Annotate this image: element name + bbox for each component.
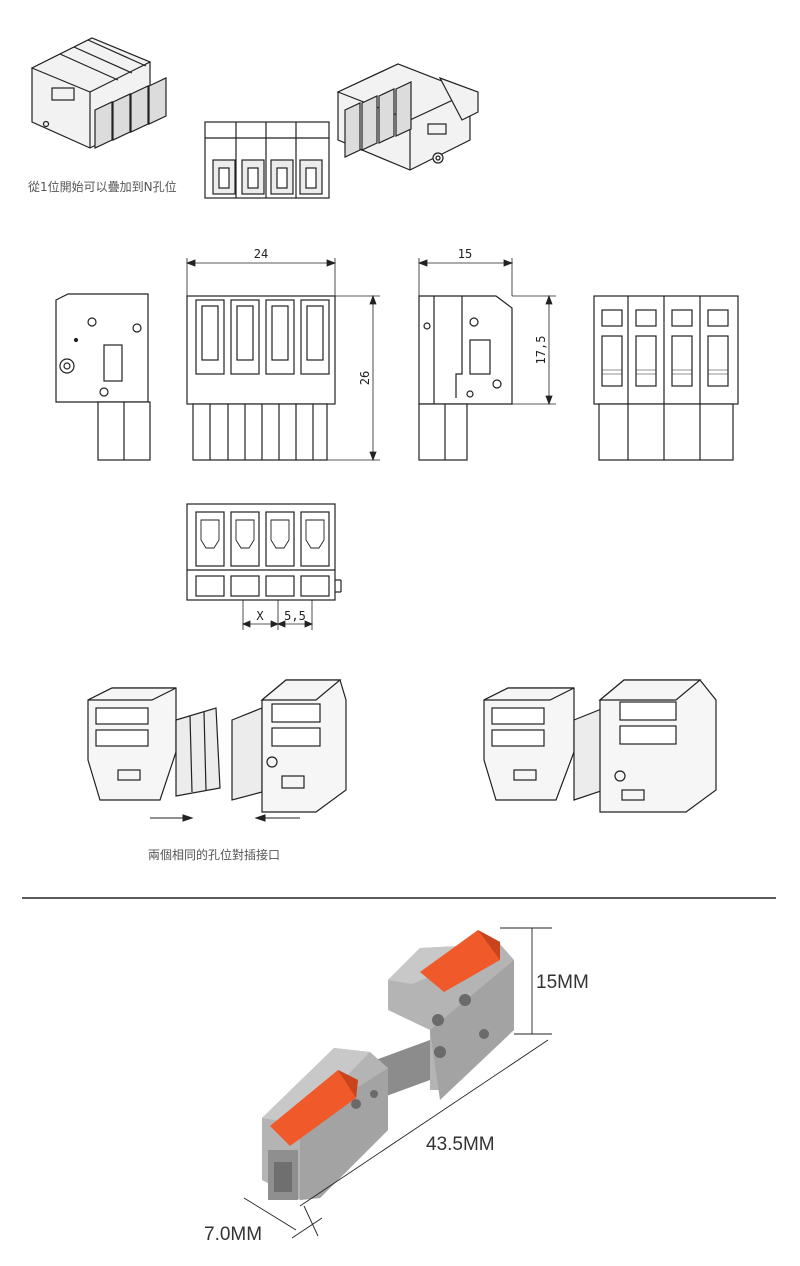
- dim-side-depth: [417, 258, 514, 296]
- dim-side-depth-label: 15: [458, 247, 472, 261]
- dim-height: [327, 294, 380, 462]
- mating-pair-joined: [483, 679, 717, 813]
- stacking-caption: 從1位開始可以疊加到N孔位: [28, 180, 177, 194]
- photo-dim-lines: [243, 927, 552, 1239]
- photo-dim-length-label: 43.5MM: [426, 1134, 495, 1155]
- dim-front-width: [185, 258, 337, 296]
- connector-photo: [262, 930, 514, 1200]
- dim-side-height-label: 17,5: [534, 336, 548, 365]
- dim-height-label: 26: [358, 371, 372, 385]
- dim-side-height: [512, 294, 556, 406]
- side-view-left: [55, 293, 151, 461]
- photo-dim-width-label: 7.0MM: [204, 1224, 262, 1245]
- side-view-right: [418, 295, 513, 461]
- dim-pitch-label: 5,5: [284, 609, 306, 623]
- back-view: [593, 295, 739, 461]
- dim-pitch: [241, 600, 314, 630]
- mating-pair-separated: [87, 679, 347, 813]
- front-view: [186, 295, 336, 461]
- bottom-view: [186, 503, 342, 601]
- iso-view-right: [336, 63, 479, 171]
- mating-arrows: [150, 814, 300, 822]
- iso-view-left: [30, 37, 167, 149]
- front-view-small: [204, 121, 330, 199]
- photo-dim-height-label: 15MM: [536, 972, 589, 993]
- mating-caption: 兩個相同的孔位對插接口: [148, 848, 281, 862]
- dim-pitch-x-label: X: [256, 609, 264, 623]
- dim-front-width-label: 24: [254, 247, 268, 261]
